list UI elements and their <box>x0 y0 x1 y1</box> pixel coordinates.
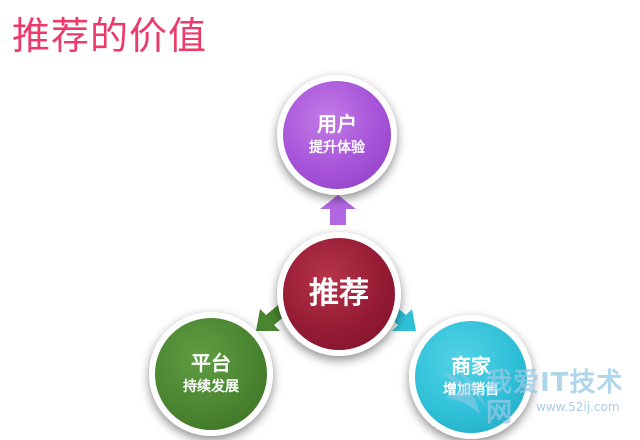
node-center-label: 推荐 <box>309 276 369 311</box>
arrow-to-user <box>320 195 356 225</box>
node-user: 用户 提升体验 <box>277 75 397 195</box>
watermark-url: www.52ij.com <box>536 400 620 414</box>
node-platform-sub: 持续发展 <box>183 379 239 395</box>
wing-logo-icon <box>444 368 486 414</box>
node-user-label: 用户 <box>317 112 357 136</box>
node-center: 推荐 <box>277 232 401 356</box>
node-platform-label: 平台 <box>191 351 231 375</box>
page-title: 推荐的价值 <box>12 14 208 58</box>
node-platform: 平台 持续发展 <box>149 312 273 436</box>
node-user-sub: 提升体验 <box>309 140 365 156</box>
watermark-text: 我爱IT技术网 <box>486 368 624 428</box>
arrow-to-platform <box>256 305 286 331</box>
watermark: 我爱IT技术网 www.52ij.com <box>440 364 630 428</box>
node-merchant: 商家 增加销售 <box>409 315 533 439</box>
node-merchant-label: 商家 <box>451 354 491 378</box>
